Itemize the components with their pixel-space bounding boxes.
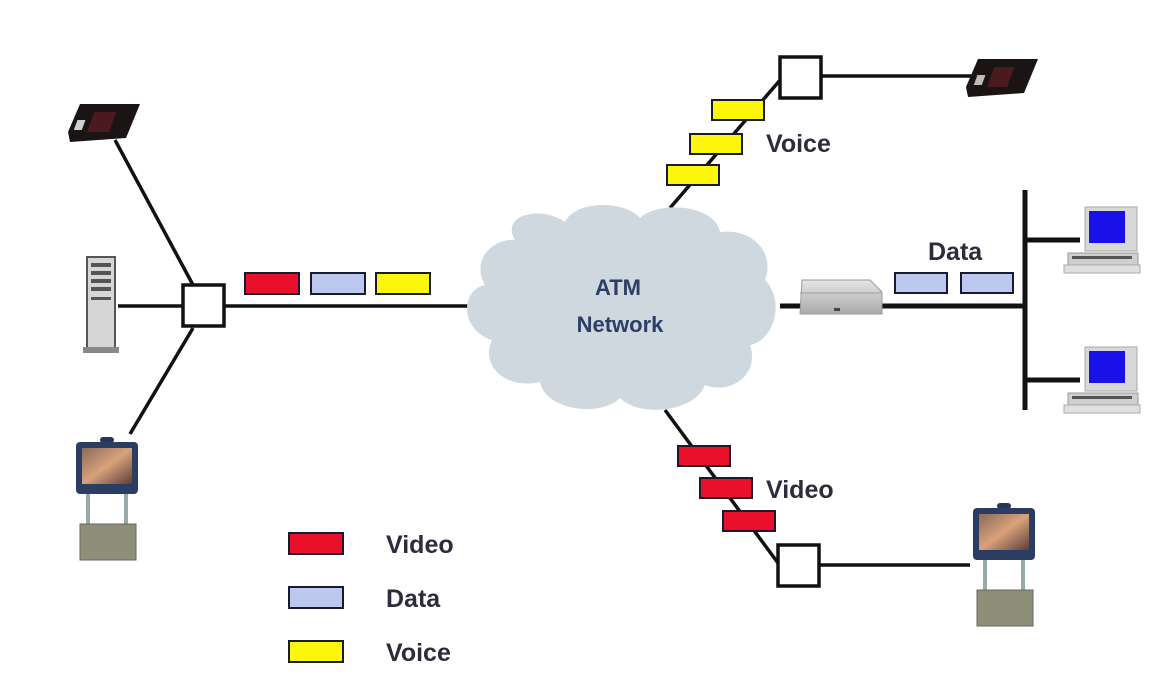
- legend-swatch-data: [288, 586, 344, 609]
- legend: Video Data Voice: [288, 531, 454, 667]
- network-switch-icon: [799, 279, 883, 315]
- cloud-label-line2: Network: [577, 312, 665, 337]
- desktop-computer-icon: [1063, 346, 1141, 414]
- cell-data: [894, 272, 948, 294]
- legend-label-voice: Voice: [386, 639, 451, 667]
- left-hub-box: [181, 283, 226, 328]
- data-branch-label: Data: [928, 238, 983, 266]
- telephone-icon: [966, 59, 1038, 97]
- legend-label-data: Data: [386, 585, 441, 613]
- voice-branch-label: Voice: [766, 130, 831, 158]
- cell-data: [960, 272, 1014, 294]
- video-hub-box: [776, 543, 821, 588]
- cell-video: [699, 477, 753, 499]
- cell-voice: [711, 99, 765, 121]
- legend-item-data: Data: [288, 585, 441, 613]
- cell-data: [310, 272, 366, 295]
- cell-voice: [375, 272, 431, 295]
- legend-swatch-video: [288, 532, 344, 555]
- atm-network-cloud: ATM Network: [467, 204, 776, 410]
- cell-video: [722, 510, 776, 532]
- voice-hub-box: [778, 55, 823, 100]
- top-shadow-arc: [150, 0, 360, 10]
- atm-cells: [244, 99, 1014, 532]
- cell-video: [677, 445, 731, 467]
- videoconference-terminal-icon: [973, 503, 1035, 627]
- server-tower-icon: [83, 256, 119, 353]
- legend-item-video: Video: [288, 531, 454, 559]
- line-left-video: [128, 327, 195, 435]
- cell-voice: [666, 164, 720, 186]
- videoconference-terminal-icon: [76, 437, 138, 561]
- legend-label-video: Video: [386, 531, 454, 559]
- desktop-computer-icon: [1063, 206, 1141, 274]
- video-branch-label: Video: [766, 476, 834, 504]
- line-left-phone: [113, 139, 195, 286]
- telephone-icon: [68, 104, 140, 142]
- cloud-label-line1: ATM: [595, 275, 641, 300]
- cell-voice: [689, 133, 743, 155]
- cloud-shape: [467, 204, 776, 410]
- legend-item-voice: Voice: [288, 639, 451, 667]
- cell-video: [244, 272, 300, 295]
- legend-swatch-voice: [288, 640, 344, 663]
